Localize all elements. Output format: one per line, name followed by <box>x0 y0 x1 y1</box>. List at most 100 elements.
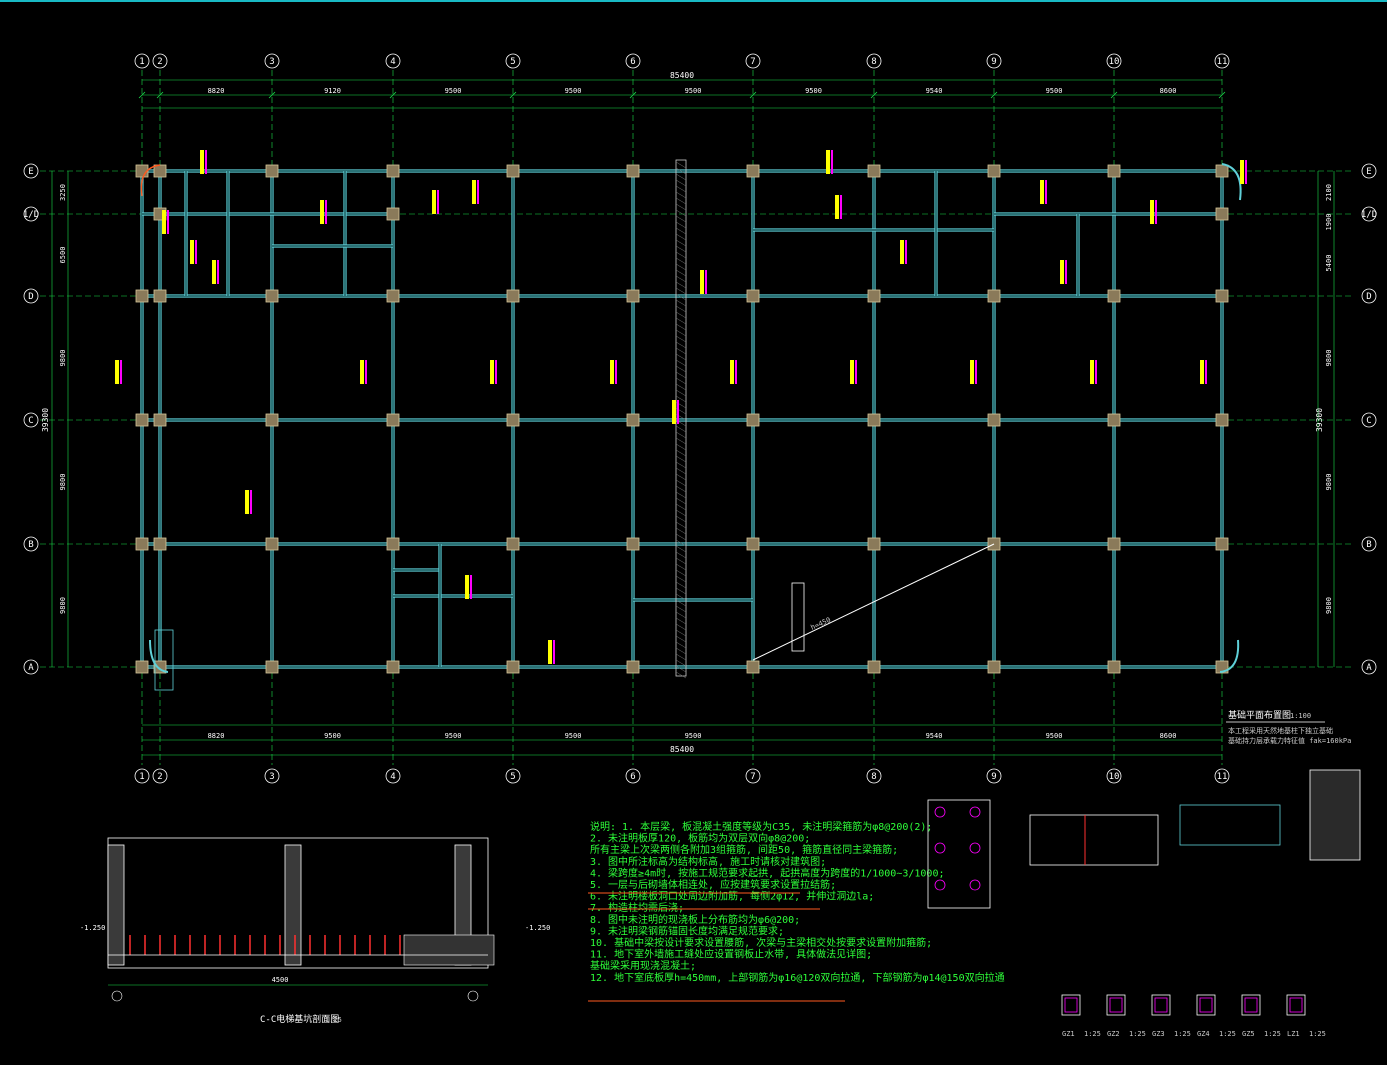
grid-bubble-col <box>866 53 882 69</box>
section-wall <box>284 844 302 966</box>
grid-label-col: 11 <box>1217 772 1228 782</box>
grid-label-row: E <box>1366 167 1371 177</box>
dim-tick <box>870 91 878 99</box>
grid-bubble-col <box>152 768 168 784</box>
dim-bay-bottom: 9500 <box>324 732 341 740</box>
beam-tag-mark <box>217 260 219 284</box>
detail-gz-name: GZ5 <box>1242 1030 1255 1038</box>
column <box>506 537 520 551</box>
dim-tick <box>629 91 637 99</box>
dim-total-top: 85400 <box>670 71 694 80</box>
detail-gz-scale: 1:25 <box>1129 1030 1146 1038</box>
column <box>265 413 279 427</box>
detail-pit <box>927 799 991 909</box>
expansion-joint-hatch <box>675 269 687 277</box>
dim-row-right: 5400 <box>1325 255 1333 272</box>
note-line: 所有主梁上次梁两侧各附加3组箍筋, 间距50, 箍筋直径同主梁箍筋; <box>590 843 898 856</box>
column <box>153 289 167 303</box>
column <box>987 413 1001 427</box>
column <box>867 660 881 674</box>
expansion-joint-hatch <box>675 203 687 211</box>
beam-tag-mark <box>905 240 907 264</box>
note-line: 8. 图中未注明的现浇板上分布筋均为φ6@200; <box>590 913 800 926</box>
dim-tick <box>509 91 517 99</box>
beam-tag-mark <box>735 360 737 384</box>
column <box>153 537 167 551</box>
expansion-joint-hatch <box>675 233 687 241</box>
beam-tag <box>245 490 249 514</box>
beam-tag-mark <box>205 150 207 174</box>
grid-bubble-row <box>1361 659 1377 675</box>
beam-tag <box>432 190 436 214</box>
grid-bubble-col <box>385 53 401 69</box>
expansion-joint-hatch <box>675 587 687 595</box>
expansion-joint-hatch <box>675 359 687 367</box>
grid-label-col: 1 <box>139 772 144 782</box>
plan-title: 基础平面布置图 <box>1228 709 1291 721</box>
detail-gz-scale: 1:25 <box>1264 1030 1281 1038</box>
expansion-joint-hatch <box>675 335 687 343</box>
expansion-joint-hatch <box>675 437 687 445</box>
expansion-joint-hatch <box>675 509 687 517</box>
grid-bubble-col <box>505 53 521 69</box>
beam-tag-mark <box>325 200 327 224</box>
slope-label: h=450 <box>810 616 833 632</box>
grid-label-row: D <box>1366 292 1371 302</box>
beam-tag <box>672 400 676 424</box>
beam-tag <box>320 200 324 224</box>
column <box>867 289 881 303</box>
grid-bubble-col <box>264 768 280 784</box>
grid-bubble-col <box>745 768 761 784</box>
expansion-joint-hatch <box>675 623 687 631</box>
expansion-joint-hatch <box>675 185 687 193</box>
expansion-joint-hatch <box>675 425 687 433</box>
detail-pile <box>969 842 981 854</box>
expansion-joint-hatch <box>675 449 687 457</box>
expansion-joint-hatch <box>675 527 687 535</box>
grid-bubble-col <box>264 53 280 69</box>
plan-scale: 1:100 <box>1290 712 1311 720</box>
grid-label-col: 11 <box>1217 57 1228 67</box>
column <box>746 537 760 551</box>
grid-bubble-col <box>1106 53 1122 69</box>
column <box>987 660 1001 674</box>
expansion-joint-hatch <box>675 671 687 679</box>
dim-bay-top: 9500 <box>685 87 702 95</box>
expansion-joint-hatch <box>675 263 687 271</box>
dim-total-bottom: 85400 <box>670 745 694 754</box>
grid-bubble-col <box>986 768 1002 784</box>
corner-wall-ne <box>140 164 161 197</box>
column <box>1107 413 1121 427</box>
expansion-joint-hatch <box>675 209 687 217</box>
section-wall <box>107 844 125 966</box>
column <box>265 164 279 178</box>
beam-tag-mark <box>705 270 707 294</box>
column <box>867 164 881 178</box>
beam-tag <box>1060 260 1064 284</box>
beam-tag-mark <box>1045 180 1047 204</box>
detail-gz-rebar <box>1244 997 1258 1013</box>
expansion-joint-hatch <box>675 287 687 295</box>
expansion-joint-hatch <box>675 551 687 559</box>
beam-tag <box>1240 160 1244 184</box>
dim-row-right: 9800 <box>1325 474 1333 491</box>
detail-gz-name: GZ3 <box>1152 1030 1165 1038</box>
note-line: 4. 梁跨度≥4m时, 按施工规范要求起拱, 起拱高度为跨度的1/1000~3/… <box>590 866 945 879</box>
section-scale: 1:25 <box>325 1016 342 1024</box>
detail-gz-box <box>1106 994 1126 1016</box>
column <box>265 289 279 303</box>
grid-label-col: 7 <box>750 57 755 67</box>
section-grid-bubble <box>111 990 123 1002</box>
corner-wall-ne2 <box>1221 163 1242 201</box>
note-line: 5. 一层与后砌墙体相连处, 应按建筑要求设置拉结筋; <box>590 878 836 891</box>
column <box>626 660 640 674</box>
expansion-joint-hatch <box>675 647 687 655</box>
dim-row-right: 1900 <box>1325 214 1333 231</box>
grid-label-col: 10 <box>1109 57 1120 67</box>
slope-box <box>791 582 805 652</box>
beam-tag <box>900 240 904 264</box>
grid-label-col: 8 <box>871 772 876 782</box>
grid-bubble-col <box>1106 768 1122 784</box>
dim-bay-top: 9500 <box>1046 87 1063 95</box>
beam-tag-mark <box>831 150 833 174</box>
